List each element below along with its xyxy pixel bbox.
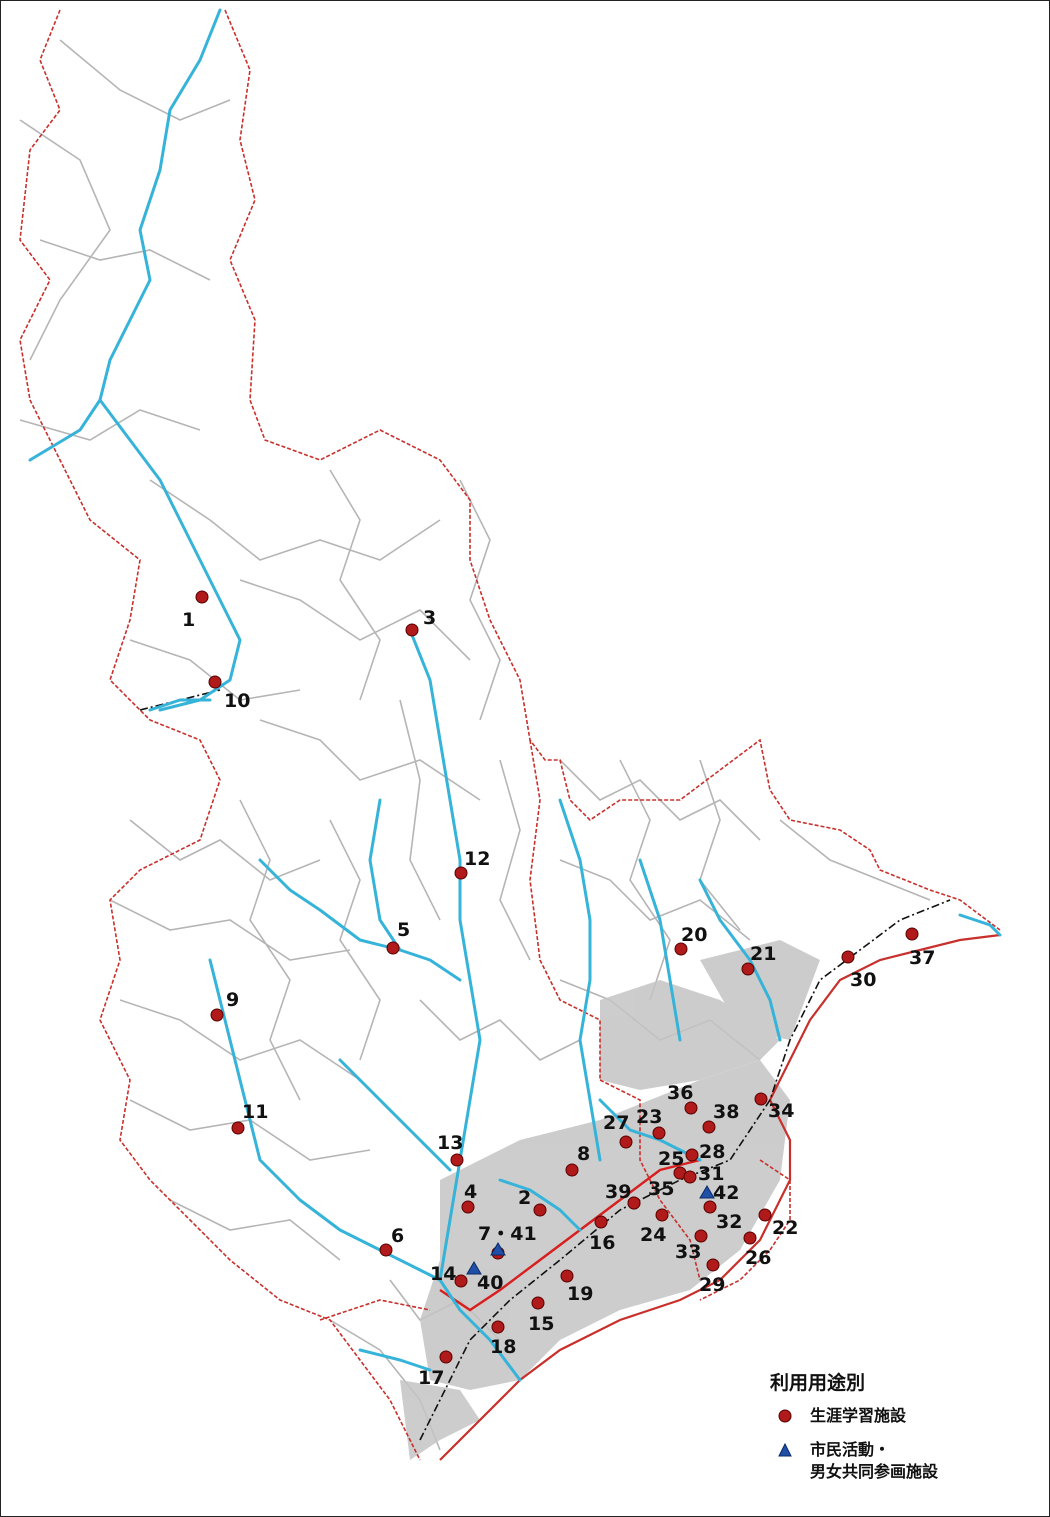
facility-14-marker[interactable] bbox=[454, 1274, 468, 1288]
facility-22-marker[interactable] bbox=[758, 1208, 772, 1222]
facility-34-label: 34 bbox=[768, 1100, 794, 1122]
facility-labels: 1 2 3 4 5 6 7・41 8 9 10 11 12 13 14 15 1… bbox=[182, 607, 935, 1389]
facility-34-marker[interactable] bbox=[754, 1092, 768, 1106]
facility-5-marker[interactable] bbox=[386, 941, 400, 955]
legend-label-civic-activity-line2: 男女共同参画施設 bbox=[810, 1462, 939, 1481]
lifelong-learning-markers bbox=[195, 590, 919, 1364]
facility-35-label: 35 bbox=[648, 1178, 674, 1200]
facility-1-label: 1 bbox=[182, 609, 195, 631]
legend-title: 利用用途別 bbox=[770, 1372, 866, 1394]
facility-4-label: 4 bbox=[464, 1181, 477, 1203]
facility-39-marker[interactable] bbox=[627, 1196, 641, 1210]
legend-label-civic-activity: 市民活動・ 男女共同参画施設 bbox=[810, 1439, 938, 1483]
facility-9-label: 9 bbox=[226, 989, 239, 1011]
facility-31-marker[interactable] bbox=[683, 1170, 697, 1184]
facility-15-marker[interactable] bbox=[531, 1296, 545, 1310]
facility-16-label: 16 bbox=[589, 1232, 615, 1254]
facility-38-label: 38 bbox=[713, 1101, 739, 1123]
facility-25-label: 25 bbox=[658, 1148, 684, 1170]
facility-14-label: 14 bbox=[430, 1263, 456, 1285]
facility-21-label: 21 bbox=[750, 943, 776, 965]
facility-39-label: 39 bbox=[605, 1181, 631, 1203]
coastline bbox=[439, 933, 1001, 1461]
facility-30-marker[interactable] bbox=[841, 950, 855, 964]
blue-triangle-icon bbox=[770, 1439, 800, 1457]
facility-26-marker[interactable] bbox=[743, 1231, 757, 1245]
facility-29-label: 29 bbox=[699, 1274, 725, 1296]
facility-36-marker[interactable] bbox=[684, 1101, 698, 1115]
facility-4-marker[interactable] bbox=[461, 1200, 475, 1214]
facility-10-label: 10 bbox=[224, 690, 250, 712]
facility-20-marker[interactable] bbox=[674, 942, 688, 956]
facility-10-marker[interactable] bbox=[208, 675, 222, 689]
facility-26-label: 26 bbox=[745, 1247, 771, 1269]
facility-8-marker[interactable] bbox=[565, 1163, 579, 1177]
facility-24-label: 24 bbox=[640, 1224, 666, 1246]
facility-17-label: 17 bbox=[418, 1367, 444, 1389]
facility-11-label: 11 bbox=[242, 1101, 268, 1123]
facility-18-label: 18 bbox=[490, 1336, 516, 1358]
facility-23-marker[interactable] bbox=[652, 1126, 666, 1140]
facility-24-marker[interactable] bbox=[655, 1208, 669, 1222]
legend-item-lifelong-learning: 生涯学習施設 bbox=[770, 1405, 1030, 1427]
facility-42-marker[interactable] bbox=[699, 1185, 715, 1199]
facility-12-marker[interactable] bbox=[454, 866, 468, 880]
facility-28-marker[interactable] bbox=[685, 1148, 699, 1162]
facility-8-label: 8 bbox=[577, 1143, 590, 1165]
facility-40-marker[interactable] bbox=[466, 1261, 482, 1275]
rivers bbox=[28, 8, 1002, 1382]
facility-19-label: 19 bbox=[567, 1283, 593, 1305]
facility-33-label: 33 bbox=[675, 1241, 701, 1263]
map-legend: 利用用途別 生涯学習施設 市民活動・ 男女共同参画施設 bbox=[770, 1368, 1030, 1495]
facility-20-label: 20 bbox=[681, 924, 707, 946]
facility-22-label: 22 bbox=[772, 1217, 798, 1239]
facility-18-marker[interactable] bbox=[491, 1320, 505, 1334]
facility-13-label: 13 bbox=[437, 1132, 463, 1154]
legend-label-lifelong-learning: 生涯学習施設 bbox=[810, 1406, 907, 1425]
civic-activity-markers bbox=[466, 1185, 715, 1275]
facility-17-marker[interactable] bbox=[439, 1350, 453, 1364]
facility-11-marker[interactable] bbox=[231, 1121, 245, 1135]
facility-12-label: 12 bbox=[464, 848, 490, 870]
facility-31-label: 31 bbox=[698, 1163, 724, 1185]
facility-36-label: 36 bbox=[667, 1082, 693, 1104]
facility-38-marker[interactable] bbox=[702, 1120, 716, 1134]
facility-32-marker[interactable] bbox=[703, 1200, 717, 1214]
district-boundaries bbox=[19, 9, 1001, 1461]
facility-21-marker[interactable] bbox=[741, 962, 755, 976]
facility-37-label: 37 bbox=[909, 947, 935, 969]
facility-27-label: 27 bbox=[603, 1112, 629, 1134]
legend-item-civic-activity: 市民活動・ 男女共同参画施設 bbox=[770, 1439, 1030, 1483]
facility-19-marker[interactable] bbox=[560, 1269, 574, 1283]
facility-9-marker[interactable] bbox=[210, 1008, 224, 1022]
facility-5-label: 5 bbox=[397, 919, 410, 941]
facility-28-label: 28 bbox=[699, 1141, 725, 1163]
main-road bbox=[439, 1158, 701, 1312]
red-circle-icon bbox=[770, 1405, 800, 1423]
facility-29-marker[interactable] bbox=[706, 1258, 720, 1272]
facility-37-marker[interactable] bbox=[905, 927, 919, 941]
facility-2-label: 2 bbox=[518, 1187, 531, 1209]
legend-label-civic-activity-line1: 市民活動・ bbox=[810, 1440, 891, 1459]
facility-7-41-label: 7・41 bbox=[478, 1223, 537, 1245]
facility-2-marker[interactable] bbox=[533, 1203, 547, 1217]
facility-16-marker[interactable] bbox=[594, 1215, 608, 1229]
facility-23-label: 23 bbox=[636, 1106, 662, 1128]
facility-42-label: 42 bbox=[713, 1182, 739, 1204]
facility-6-marker[interactable] bbox=[379, 1243, 393, 1257]
facility-32-label: 32 bbox=[716, 1211, 742, 1233]
facility-6-label: 6 bbox=[391, 1225, 404, 1247]
facility-40-label: 40 bbox=[477, 1272, 503, 1294]
facility-41-marker[interactable] bbox=[490, 1242, 506, 1256]
facility-30-label: 30 bbox=[850, 969, 876, 991]
facility-33-marker[interactable] bbox=[694, 1229, 708, 1243]
facility-3-marker[interactable] bbox=[405, 623, 419, 637]
facility-13-marker[interactable] bbox=[450, 1153, 464, 1167]
facility-1-marker[interactable] bbox=[195, 590, 209, 604]
facility-3-label: 3 bbox=[423, 607, 436, 629]
facility-27-marker[interactable] bbox=[619, 1135, 633, 1149]
facility-15-label: 15 bbox=[528, 1313, 554, 1335]
